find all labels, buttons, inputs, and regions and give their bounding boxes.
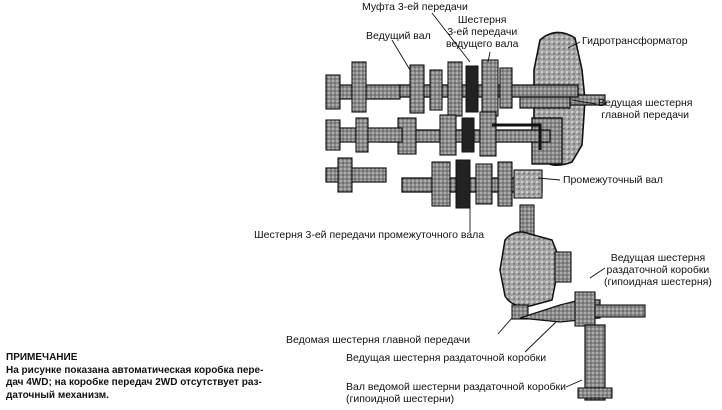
note-heading: ПРИМЕЧАНИЕ [6, 352, 78, 363]
label-final-driven-gear: Ведомая шестерня главной передачи [286, 334, 471, 346]
label-transfer-drive-gear-hypoid: Ведущая шестерня раздаточной коробки (ги… [604, 252, 712, 288]
transfer-assembly [499, 204, 646, 401]
leader-lines [391, 12, 606, 388]
countershaft [401, 159, 543, 209]
intermediate-shaft [379, 111, 551, 157]
drive-shaft [397, 59, 579, 117]
label-transfer-driven-shaft: Вал ведомой шестерни раздаточной коробки… [346, 381, 567, 405]
note-block: ПРИМЕЧАНИЕ На рисунке показана автоматич… [6, 352, 306, 402]
label-torque-converter: Гидротрансформатор [582, 35, 688, 47]
left-shaft-assembly [325, 61, 403, 193]
label-clutch-3rd: Муфта 3-ей передачи [362, 1, 468, 13]
label-countershaft: Промежуточный вал [563, 174, 663, 186]
label-gear-3rd-drive-shaft: Шестерня 3-ей передачи ведущего вала [446, 14, 519, 50]
note-text: На рисунке показана автоматическая короб… [6, 364, 264, 401]
torque-converter [519, 31, 606, 166]
label-drive-shaft: Ведущий вал [366, 30, 431, 42]
label-transfer-drive-gear: Ведущая шестерня раздаточной коробки [346, 352, 547, 364]
label-final-drive-gear: Ведущая шестерня главной передачи [598, 97, 693, 121]
label-gear-3rd-countershaft: Шестерня 3-ей передачи промежуточного ва… [254, 229, 485, 241]
